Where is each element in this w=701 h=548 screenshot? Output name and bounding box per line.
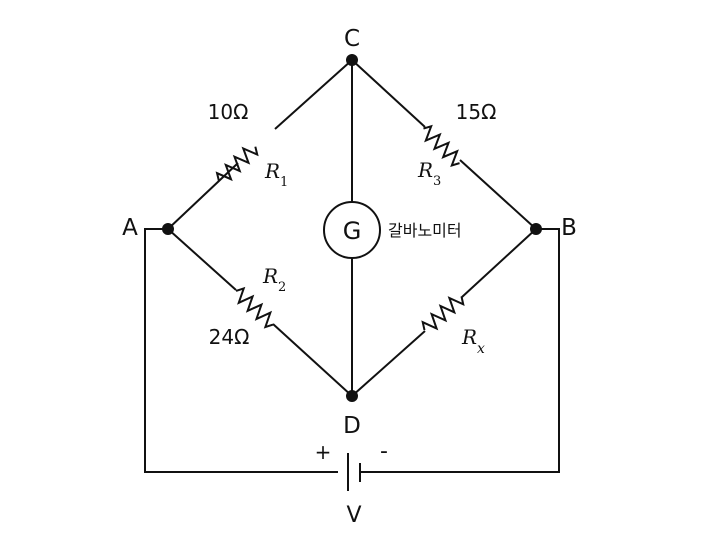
node-b-label: B — [561, 215, 577, 241]
battery-voltage-label: V — [346, 503, 361, 528]
battery-plus-label: + — [315, 440, 332, 464]
branch-a-c — [167, 59, 353, 230]
resistor-r2 — [235, 286, 274, 329]
r1-symbol: R — [264, 159, 280, 183]
r3-subscript: 3 — [433, 174, 441, 189]
r2-symbol: R — [262, 264, 278, 288]
r3-name: R 3 — [417, 158, 441, 189]
branch-c-b — [351, 59, 537, 230]
node-d-label: D — [343, 413, 361, 439]
r1-value: 10Ω — [208, 100, 249, 124]
branch-c-d: G — [323, 60, 381, 396]
branch-d-b — [351, 228, 537, 397]
r1-subscript: 1 — [280, 175, 288, 190]
r3-value: 15Ω — [456, 100, 497, 124]
rx-symbol: R — [461, 325, 477, 349]
battery-minus-label: - — [380, 439, 388, 464]
node-d-dot — [346, 390, 358, 402]
r2-subscript: 2 — [278, 280, 286, 295]
resistor-rx — [421, 296, 465, 331]
rx-subscript: x — [477, 341, 485, 357]
rx-name: R x — [461, 325, 485, 357]
node-a-dot — [162, 223, 174, 235]
resistor-r1 — [215, 146, 259, 182]
node-b-dot — [530, 223, 542, 235]
r3-symbol: R — [417, 158, 433, 182]
galvanometer-symbol: G — [343, 217, 362, 245]
galvanometer-label: 갈바노미터 — [388, 221, 462, 240]
r1-name: R 1 — [264, 159, 288, 190]
node-a-label: A — [122, 215, 138, 241]
resistor-r3 — [423, 124, 460, 167]
node-c-dot — [346, 54, 358, 66]
r2-name: R 2 — [262, 264, 286, 295]
branch-a-d — [167, 228, 353, 397]
r2-value: 24Ω — [209, 325, 250, 349]
node-c-label: C — [344, 26, 360, 52]
battery-loop — [144, 228, 560, 491]
